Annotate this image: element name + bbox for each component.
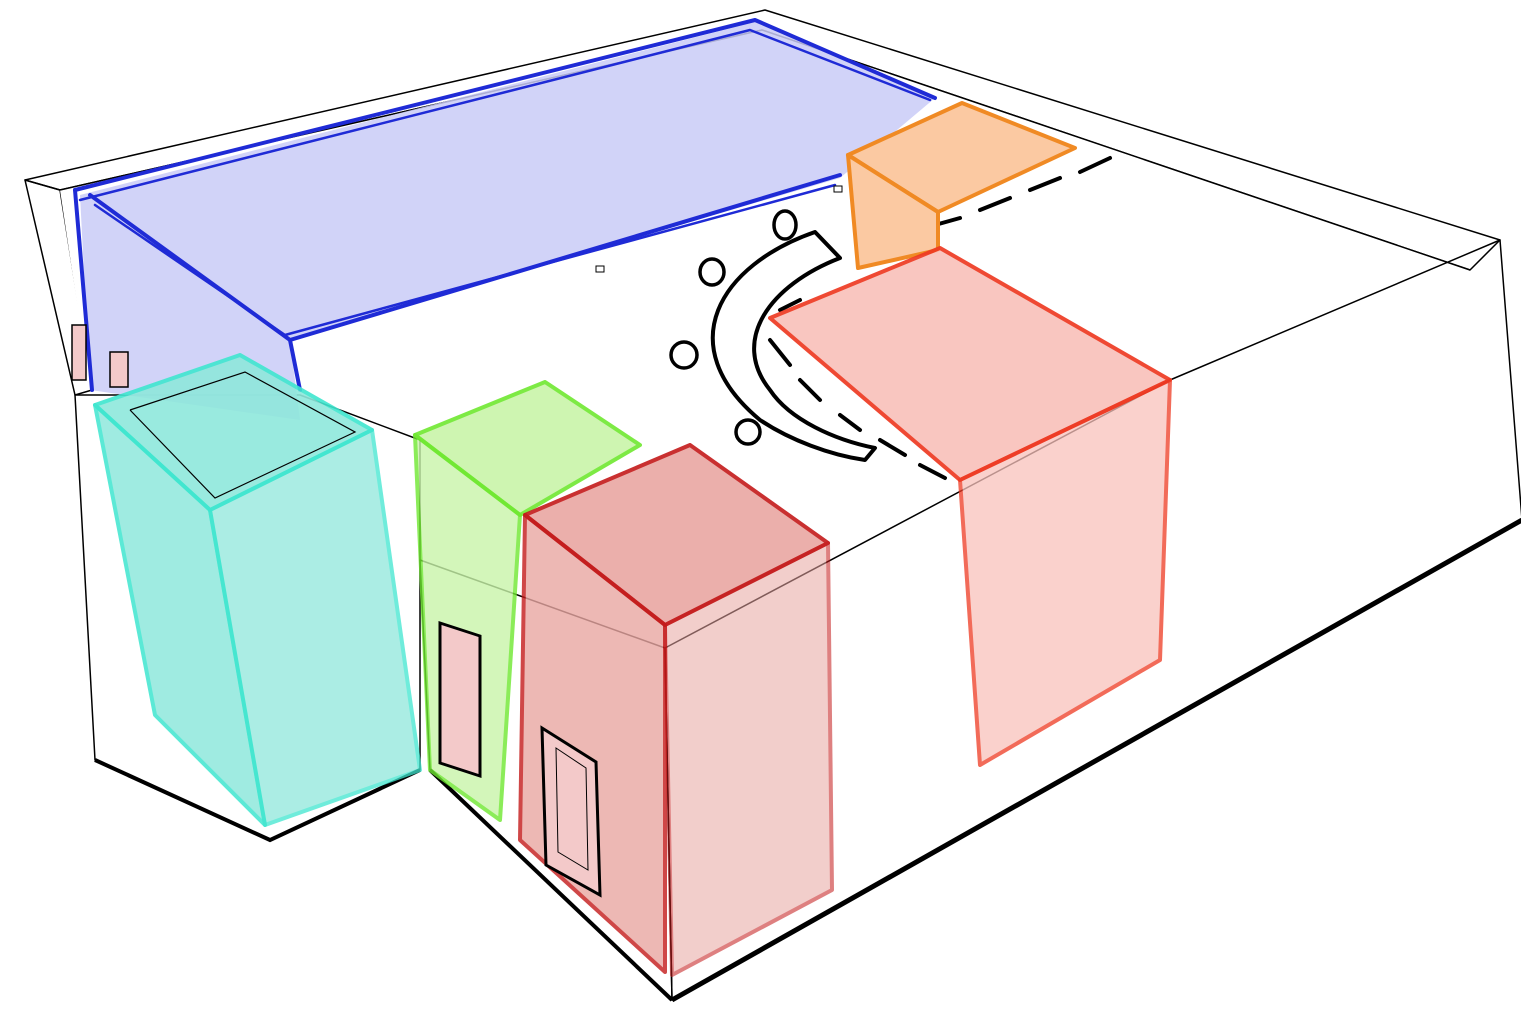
- front-wall-middle-base: [428, 768, 674, 1002]
- zone-blue-outline: [73, 18, 937, 192]
- chair-1: [772, 209, 798, 241]
- curved-desk: [710, 230, 877, 462]
- window-green: [438, 620, 482, 778]
- zone-cyan: [93, 353, 422, 827]
- furniture-group: [669, 156, 1112, 480]
- zone-blue-inner-edge-2: [93, 183, 837, 337]
- zone-blue: [71, 18, 937, 420]
- zone-blue-outline-2: [78, 28, 932, 202]
- right-wall-base: [670, 517, 1521, 1003]
- zone-red-front: [958, 378, 1172, 767]
- zone-orange: [846, 101, 1077, 270]
- dashed-path-upper: [888, 156, 1112, 252]
- zone-red: [768, 246, 1172, 767]
- zone-blue-left-vertical: [73, 188, 94, 392]
- zone-blue-fill: [80, 22, 935, 420]
- zone-green: [413, 380, 642, 822]
- dashed-path-lower: [768, 298, 947, 480]
- chair-3: [669, 340, 699, 370]
- window-left-2: [109, 351, 129, 388]
- zone-dark-red: [518, 443, 834, 977]
- window-left-1: [71, 324, 87, 381]
- chair-4: [734, 418, 762, 446]
- window-dark-red-inner: [555, 747, 589, 871]
- zone-cyan-roof-edge: [129, 371, 357, 499]
- zone-dark-red-front: [663, 541, 834, 977]
- front-wall-left-base: [94, 758, 421, 843]
- zone-cyan-front: [208, 428, 422, 827]
- chair-2: [698, 257, 726, 287]
- zone-blue-corner-vertical: [288, 338, 302, 392]
- floor-marker-2: [833, 185, 843, 193]
- floor-marker-1: [595, 265, 605, 273]
